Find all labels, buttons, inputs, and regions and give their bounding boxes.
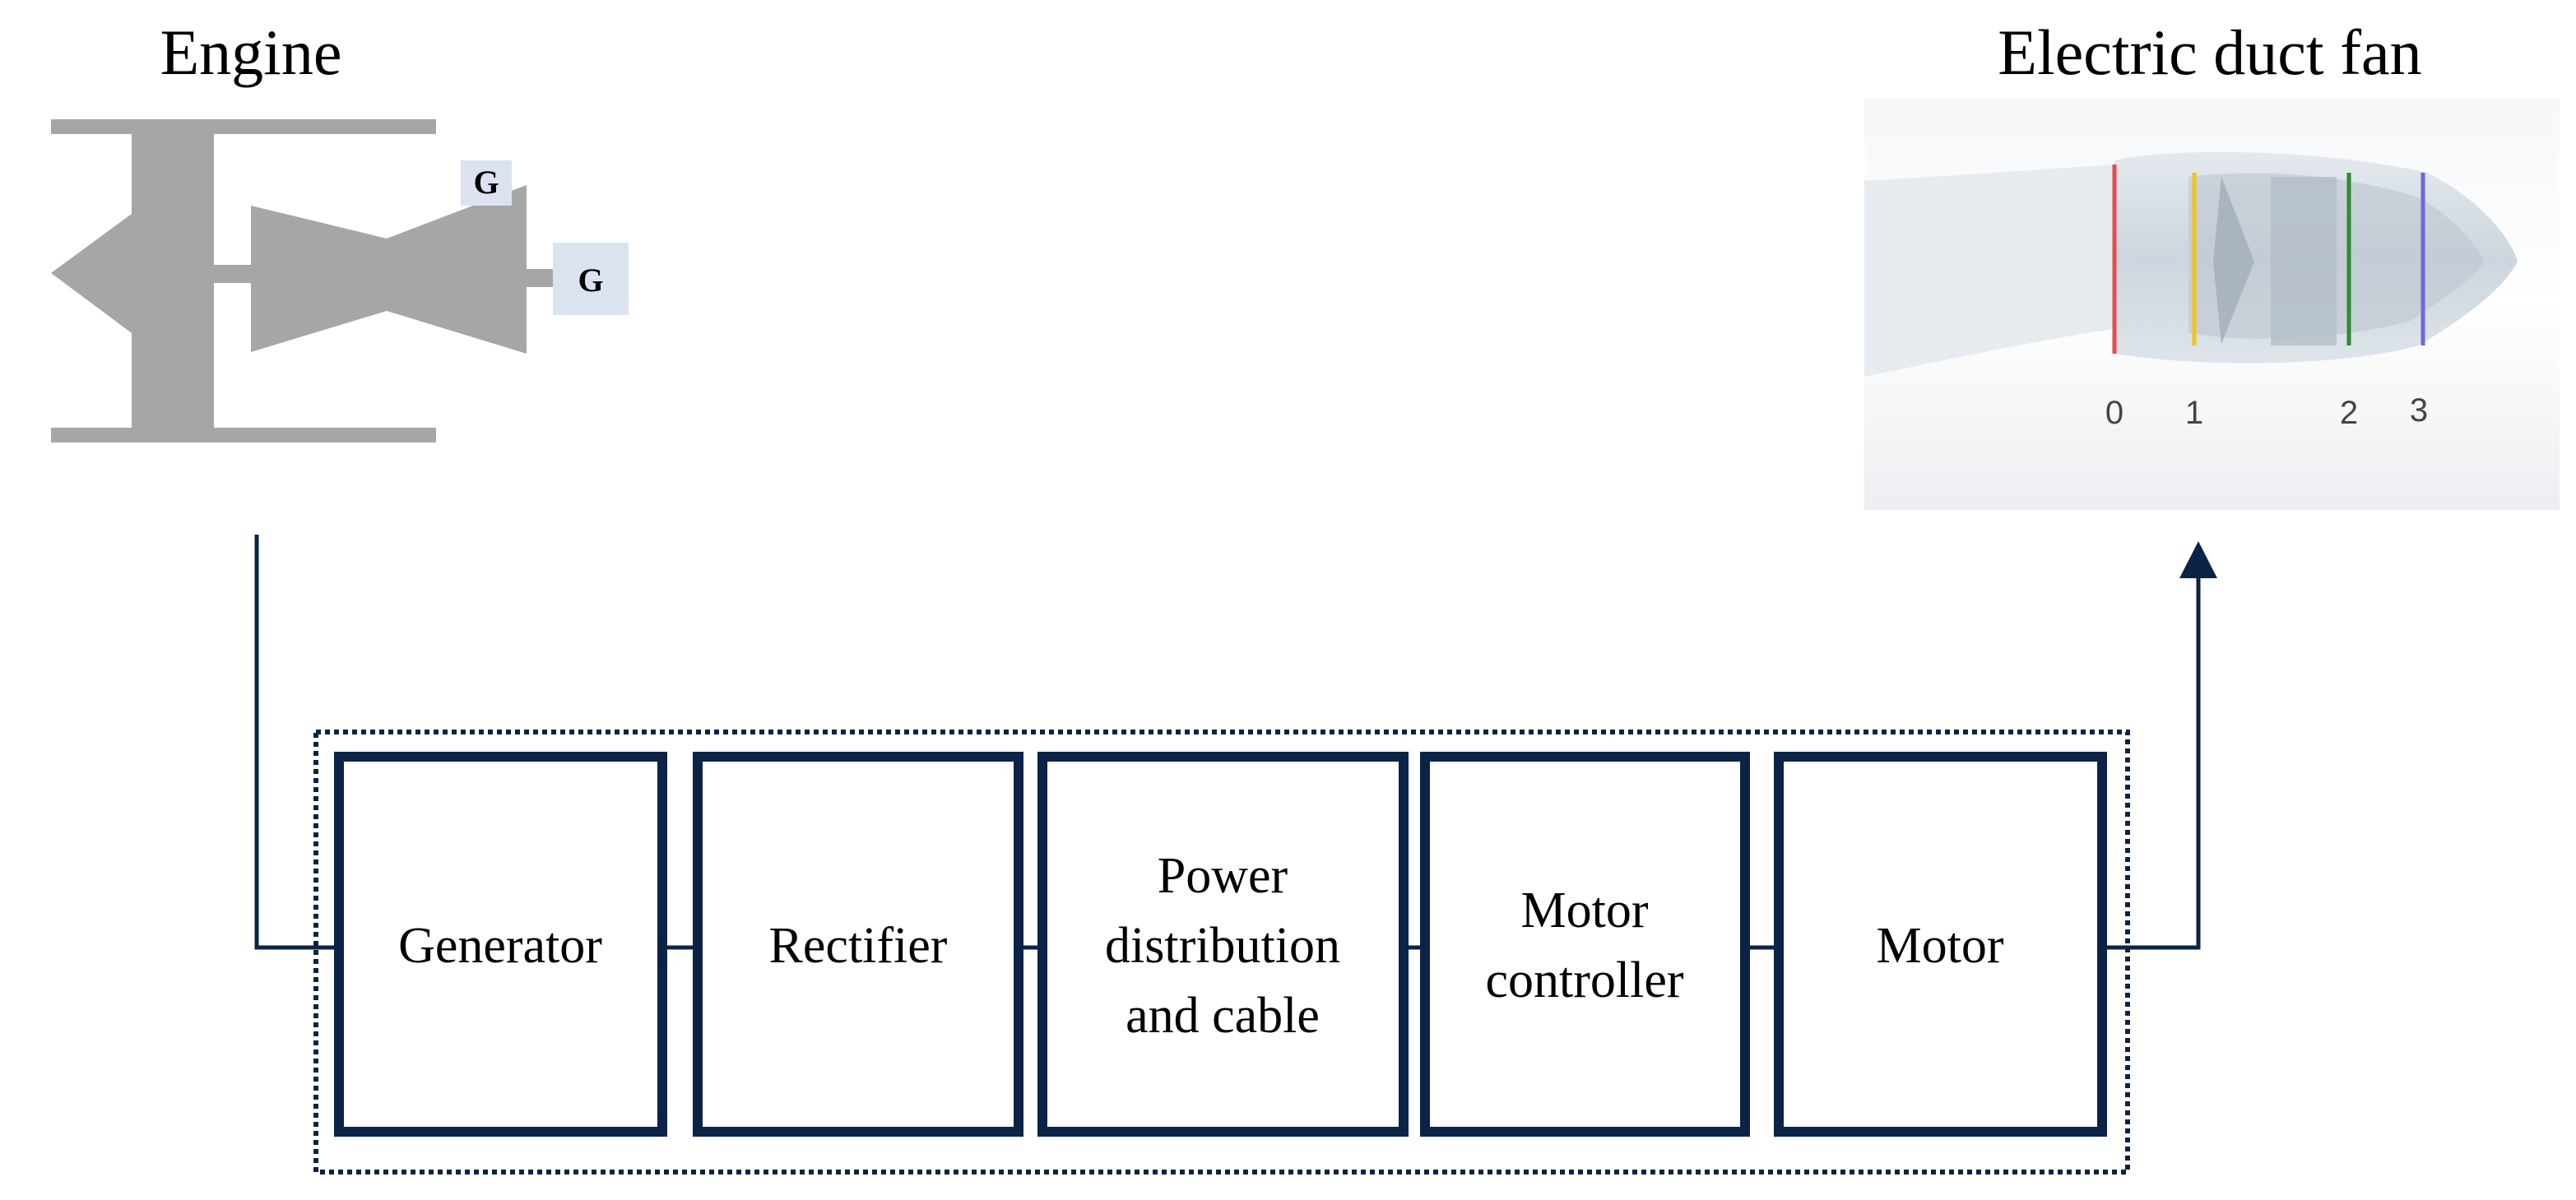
motor-to-fan-line [2106,563,2201,950]
block-frame [1774,752,2107,1137]
electrical-system-boundary [313,730,2130,1175]
engine-top-casing [51,119,436,134]
accessory-generator-box [461,160,512,206]
engine-fan-hub [132,119,214,442]
block-label: Motor [1877,918,2004,974]
station-label-2: 2 [2340,395,2358,431]
chain-block-rectifier: Rectifier [693,752,1023,1137]
connectors [254,535,2217,950]
block-frame [334,752,667,1137]
block-label-line-1: Power [1158,848,1288,904]
station-label-3: 3 [2410,392,2428,429]
block-frame [1037,752,1409,1137]
block-label-line-2: distribution [1105,918,1340,974]
chain-block-motor-controller: Motor controller [1420,752,1750,1137]
engine-title: Engine [160,16,342,88]
duct-fan-render: 0 1 2 3 [1864,99,2560,510]
block-frame [693,752,1023,1137]
engine-output-shaft [527,269,553,287]
engine-core [251,185,527,354]
chain-block-power-distribution: Power distribution and cable [1037,752,1409,1137]
block-label: Rectifier [769,918,948,974]
fan-arrowhead [2179,541,2217,578]
station-label-1: 1 [2185,395,2203,431]
block-label-line-1: Motor [1521,883,1649,938]
engine-spinner [51,214,132,333]
engine-bottom-casing [51,428,436,442]
fan-stator [2271,177,2337,345]
engine-shaft [214,265,255,283]
block-frame [1420,752,1750,1137]
engine-accessory-shaft [477,202,489,219]
main-generator-box [553,243,629,315]
main-generator-label: G [578,262,603,299]
station-label-0: 0 [2105,395,2123,431]
chain-block-generator: Generator [334,752,667,1137]
engine-schematic: G G [51,119,629,442]
inlet-stream [1864,164,2114,377]
fan-rotor-blades [2213,177,2254,344]
block-label-line-3: and cable [1126,988,1320,1044]
accessory-generator-label: G [473,164,499,201]
chain-block-motor: Motor [1774,752,2107,1137]
block-label: Generator [398,918,602,974]
engine-to-generator-line [254,535,339,950]
fan-title: Electric duct fan [1998,16,2421,88]
block-label-line-2: controller [1485,952,1683,1008]
